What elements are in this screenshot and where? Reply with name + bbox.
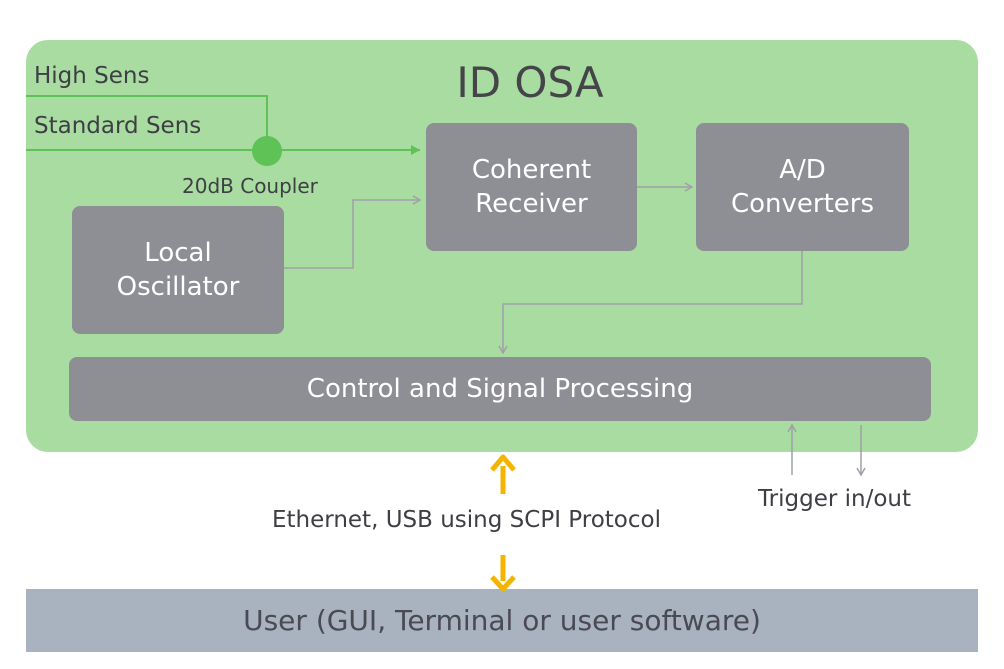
io-down-arrow-icon [490,555,516,592]
high-sens-label: High Sens [34,63,150,89]
coupler-label: 20dB Coupler [182,174,318,198]
standard-sens-label: Standard Sens [34,113,202,139]
high-sens-line [26,95,268,150]
ethernet-usb-label: Ethernet, USB using SCPI Protocol [272,507,661,533]
local-oscillator-block: Local Oscillator [72,206,284,334]
coherent-receiver-label: Coherent Receiver [471,155,592,219]
local-oscillator-label: Local Oscillator [116,238,240,302]
lo-to-receiver-arrow [284,195,422,269]
control-processing-block: Control and Signal Processing [69,357,931,421]
coherent-receiver-block: Coherent Receiver [426,123,637,251]
user-bar: User (GUI, Terminal or user software) [26,589,978,652]
trigger-label: Trigger in/out [758,486,912,512]
coupler-node-icon [252,136,282,166]
user-bar-label: User (GUI, Terminal or user software) [243,604,761,637]
device-title: ID OSA [456,58,604,107]
control-processing-label: Control and Signal Processing [306,374,694,404]
ad-converters-label: A/D Converters [730,155,875,219]
ad-converters-block: A/D Converters [696,123,909,251]
io-up-arrow-icon [490,454,516,494]
ad-to-control-arrow [498,251,803,355]
